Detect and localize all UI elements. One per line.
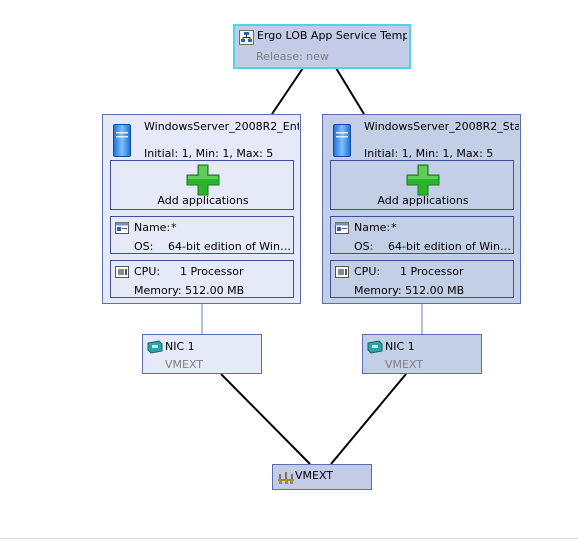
connector-service-tier-left <box>271 67 304 115</box>
service-template-node[interactable]: Ergo LOB App Service Templa... Release: … <box>233 24 411 69</box>
nic-name: NIC 1 <box>165 340 195 353</box>
name-label: Name: <box>354 221 391 234</box>
nic-node-left[interactable]: NIC 1 VMEXT <box>142 334 262 374</box>
cpu-label: CPU: <box>134 265 161 278</box>
name-value: * <box>391 221 397 234</box>
vm-tier-right[interactable]: WindowsServer_2008R2_Standard Initial: 1… <box>322 114 521 304</box>
hardware-config-panel[interactable]: CPU: 1 Processor Memory: 512.00 MB <box>330 260 514 298</box>
vm-tier-title: WindowsServer_2008R2_Enterprise <box>144 120 299 133</box>
os-value: 64-bit edition of Windows Server 2008 R2 <box>388 240 512 253</box>
memory-value: Memory: 512.00 MB <box>134 284 245 297</box>
nic-network: VMEXT <box>385 358 424 371</box>
server-icon <box>113 124 131 157</box>
server-icon <box>333 124 351 157</box>
plus-icon <box>406 164 440 196</box>
vm-network-label: VMEXT <box>295 469 334 482</box>
hardware-config-panel[interactable]: CPU: 1 Processor Memory: 512.00 MB <box>110 260 294 298</box>
name-label: Name: <box>134 221 171 234</box>
os-label: OS: <box>354 240 374 253</box>
vm-tier-left[interactable]: WindowsServer_2008R2_Enterprise Initial:… <box>102 114 301 304</box>
service-release-label: Release: new <box>256 50 329 63</box>
vm-network-node[interactable]: VMEXT <box>272 464 372 490</box>
memory-value: Memory: 512.00 MB <box>354 284 465 297</box>
vm-network-icon <box>278 472 294 484</box>
add-applications-label: Add applications <box>157 194 249 207</box>
nic-node-right[interactable]: NIC 1 VMEXT <box>362 334 482 374</box>
name-value: * <box>171 221 177 234</box>
canvas-bottom-border <box>0 538 578 539</box>
cpu-value: 1 Processor <box>400 265 464 278</box>
cpu-label: CPU: <box>354 265 381 278</box>
service-template-title: Ergo LOB App Service Templa... <box>257 29 407 42</box>
add-applications-panel[interactable]: Add applications <box>330 160 514 210</box>
cpu-value: 1 Processor <box>180 265 244 278</box>
hardware-config-icon <box>115 266 129 278</box>
network-adapter-icon <box>147 340 163 354</box>
vm-tier-title: WindowsServer_2008R2_Standard <box>364 120 519 133</box>
nic-name: NIC 1 <box>385 340 415 353</box>
connector-nic-left-network <box>220 373 311 465</box>
os-config-panel[interactable]: Name: * OS: 64-bit edition of Windows Se… <box>110 216 294 254</box>
vm-instance-count: Initial: 1, Min: 1, Max: 5 <box>144 147 274 160</box>
network-adapter-icon <box>367 340 383 354</box>
vm-instance-count: Initial: 1, Min: 1, Max: 5 <box>364 147 494 160</box>
os-label: OS: <box>134 240 154 253</box>
nic-network: VMEXT <box>165 358 204 371</box>
service-template-icon <box>239 30 254 45</box>
add-applications-panel[interactable]: Add applications <box>110 160 294 210</box>
add-applications-label: Add applications <box>377 194 469 207</box>
os-config-panel[interactable]: Name: * OS: 64-bit edition of Windows Se… <box>330 216 514 254</box>
os-value: 64-bit edition of Windows Server 2008 R2 <box>168 240 292 253</box>
connector-service-tier-right <box>335 67 365 115</box>
connector-nic-right-network <box>330 373 407 465</box>
os-config-icon <box>335 222 349 234</box>
plus-icon <box>186 164 220 196</box>
hardware-config-icon <box>335 266 349 278</box>
os-config-icon <box>115 222 129 234</box>
